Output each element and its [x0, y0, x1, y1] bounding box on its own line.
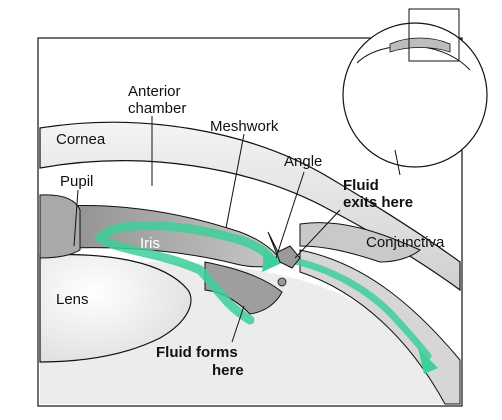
sclera-shape — [299, 249, 461, 405]
label-meshwork: Meshwork — [210, 118, 279, 135]
label-iris: Iris — [140, 235, 160, 252]
fluid-arrowhead-angle — [262, 250, 284, 272]
label-pupil: Pupil — [60, 173, 93, 190]
label-fluid-forms-1: Fluid forms — [156, 344, 238, 361]
leader-fluid-forms — [231, 305, 245, 343]
fluid-arrowhead-outlet — [418, 348, 438, 374]
label-angle: Angle — [284, 153, 322, 170]
leader-meshwork — [225, 133, 245, 229]
label-anterior-chamber-1: Anterior — [128, 83, 181, 100]
pupil-edge-shape — [39, 194, 81, 259]
leader-pupil — [73, 189, 79, 247]
label-anterior-chamber-2: chamber — [128, 100, 186, 117]
label-lens: Lens — [56, 291, 89, 308]
conjunctiva-shape — [299, 222, 421, 263]
cornea-shape — [39, 121, 461, 292]
leader-fluid-exits — [294, 209, 341, 259]
label-fluid-exits-1: Fluid — [343, 177, 379, 194]
label-fluid-exits-2: exits here — [343, 194, 413, 211]
inset-eyeball — [342, 22, 488, 168]
leader-angle — [275, 171, 305, 259]
label-cornea: Cornea — [56, 131, 106, 148]
fluid-flow-path — [93, 220, 275, 325]
inset-optic-nerve — [394, 149, 401, 176]
inset-zoom-box — [408, 8, 460, 62]
canal-dot — [277, 277, 287, 287]
lens-shape — [39, 253, 192, 363]
fluid-flow-outlet — [286, 256, 432, 360]
label-fluid-forms-2: here — [212, 362, 244, 379]
label-conjunctiva: Conjunctiva — [366, 234, 445, 251]
inset-eye — [342, 8, 488, 176]
inset-iris — [389, 37, 451, 53]
